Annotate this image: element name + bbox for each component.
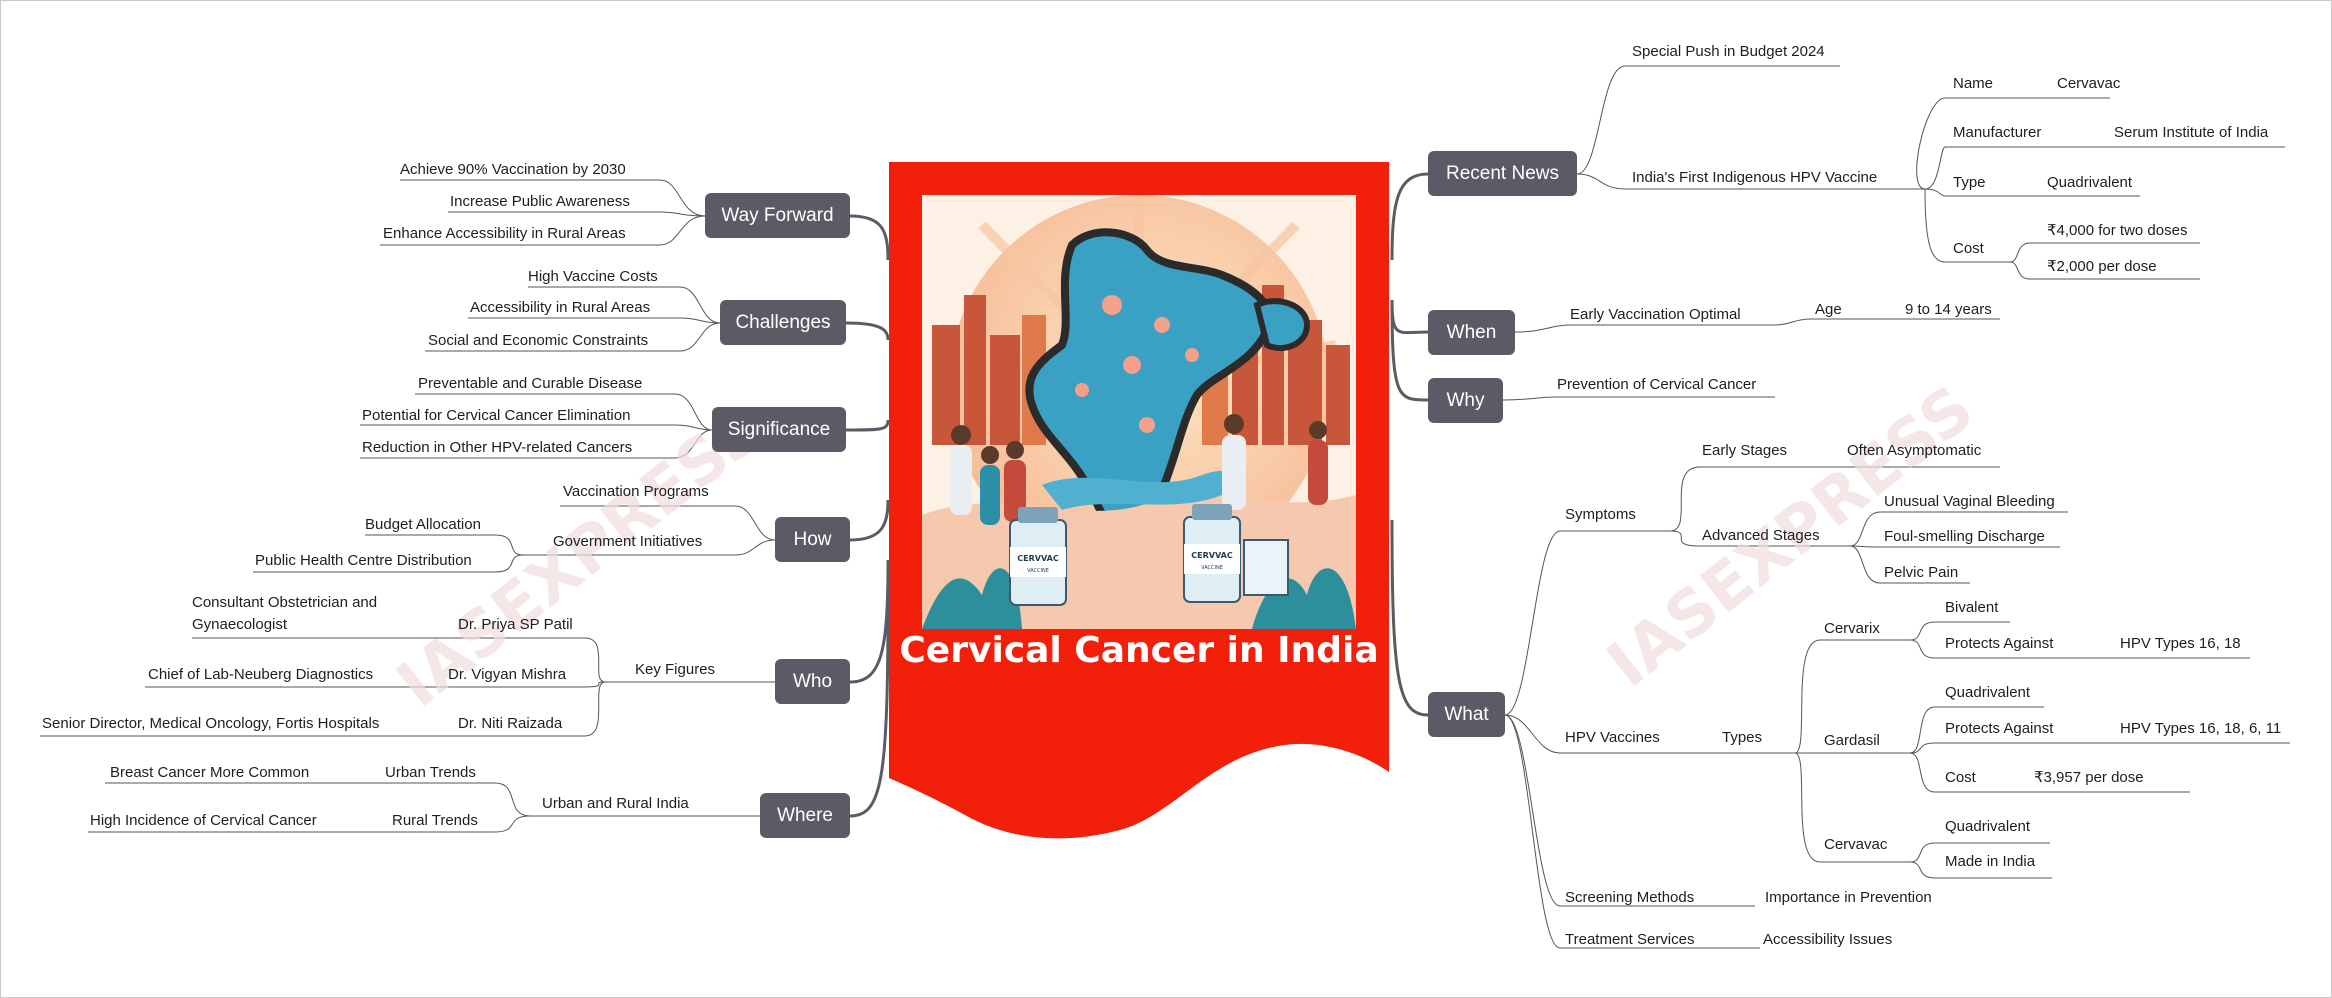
vaccination-programs: Vaccination Programs <box>563 483 709 500</box>
screening-value: Importance in Prevention <box>1765 889 1932 906</box>
branch-why: Why <box>1428 378 1503 423</box>
symptom-item: Pelvic Pain <box>1884 564 1959 581</box>
vaccine-types: Types <box>1722 729 1763 746</box>
branch-challenges: Challenges <box>720 300 846 345</box>
cervavac-made: Made in India <box>1945 853 2036 870</box>
significance-item: Preventable and Curable Disease <box>418 375 643 392</box>
cost-value: ₹4,000 for two doses <box>2047 222 2188 239</box>
manufacturer-label: Manufacturer <box>1953 124 2042 141</box>
name-label: Name <box>1953 75 1994 92</box>
government-initiatives: Government Initiatives <box>553 533 703 550</box>
early-value: Often Asymptomatic <box>1847 442 1982 459</box>
age-value: 9 to 14 years <box>1905 301 1992 318</box>
center-illustration: CERVVAC VACCINE CERVVAC VACCINE <box>922 195 1356 629</box>
vial-sublabel: VACCINE <box>1027 568 1049 574</box>
gardasil-cost-value: ₹3,957 per dose <box>2034 769 2144 786</box>
treatment-services: Treatment Services <box>1565 931 1695 948</box>
age-label: Age <box>1815 301 1842 318</box>
challenge-item: High Vaccine Costs <box>528 268 658 285</box>
symptom-item: Unusual Vaginal Bleeding <box>1884 493 2055 510</box>
gardasil-protects-label: Protects Against <box>1945 720 2054 737</box>
person-role: Senior Director, Medical Oncology, Forti… <box>42 715 380 732</box>
screening-methods: Screening Methods <box>1565 889 1695 906</box>
gardasil-protects-value: HPV Types 16, 18, 6, 11 <box>2120 720 2282 737</box>
hpv-vaccine-news: India's First Indigenous HPV Vaccine <box>1632 169 1878 186</box>
cervarix: Cervarix <box>1824 620 1880 637</box>
early-stages: Early Stages <box>1702 442 1788 459</box>
vial-sublabel: VACCINE <box>1201 565 1223 571</box>
challenge-item: Social and Economic Constraints <box>428 332 649 349</box>
urban-trends: Urban Trends <box>385 764 476 781</box>
branch-where: Where <box>760 793 850 838</box>
person-role: Consultant Obstetrician and Gynaecologis… <box>192 594 378 633</box>
budget-allocation: Budget Allocation <box>365 516 481 533</box>
person-name: Dr. Vigyan Mishra <box>448 666 567 683</box>
manufacturer-value: Serum Institute of India <box>2114 124 2269 141</box>
center-title: Cervical Cancer in India <box>899 630 1379 671</box>
person-role: Chief of Lab-Neuberg Diagnostics <box>148 666 374 683</box>
advanced-stages: Advanced Stages <box>1702 527 1820 544</box>
gardasil: Gardasil <box>1824 732 1880 749</box>
branch-when: When <box>1428 310 1515 355</box>
cost-label: Cost <box>1953 240 1984 257</box>
key-figures: Key Figures <box>635 661 716 678</box>
type-label: Type <box>1953 174 1986 191</box>
significance-item: Reduction in Other HPV-related Cancers <box>362 439 633 456</box>
way-forward-item: Enhance Accessibility in Rural Areas <box>383 225 626 242</box>
cost-value: ₹2,000 per dose <box>2047 258 2157 275</box>
rural-trends: Rural Trends <box>392 812 478 829</box>
cervavac: Cervavac <box>1824 836 1888 853</box>
branch-who: Who <box>775 659 850 704</box>
hpv-vaccines: HPV Vaccines <box>1565 729 1660 746</box>
branch-how: How <box>775 517 850 562</box>
significance-item: Potential for Cervical Cancer Eliminatio… <box>362 407 631 424</box>
name-value: Cervavac <box>2057 75 2121 92</box>
early-vaccination: Early Vaccination Optimal <box>1570 306 1741 323</box>
rural-value: High Incidence of Cervical Cancer <box>90 812 317 829</box>
branch-connectors <box>845 172 1429 818</box>
leaf-connectors <box>40 65 2290 949</box>
treatment-value: Accessibility Issues <box>1763 931 1893 948</box>
prevention: Prevention of Cervical Cancer <box>1557 376 1757 393</box>
urban-rural: Urban and Rural India <box>542 795 689 812</box>
way-forward-item: Achieve 90% Vaccination by 2030 <box>400 161 626 178</box>
vial-label: CERVVAC <box>1017 554 1059 563</box>
way-forward-item: Increase Public Awareness <box>450 193 630 210</box>
person-name: Dr. Priya SP Patil <box>458 616 573 633</box>
branch-recent-news: Recent News <box>1428 151 1577 196</box>
type-value: Quadrivalent <box>2047 174 2133 191</box>
cervavac-valency: Quadrivalent <box>1945 818 2031 835</box>
cervarix-valency: Bivalent <box>1945 599 1999 616</box>
vial-label: CERVVAC <box>1191 551 1233 560</box>
gardasil-cost-label: Cost <box>1945 769 1976 786</box>
cervarix-protects-label: Protects Against <box>1945 635 2054 652</box>
branch-significance: Significance <box>712 407 846 452</box>
cervarix-protects-value: HPV Types 16, 18 <box>2120 635 2241 652</box>
branch-way-forward: Way Forward <box>705 193 850 238</box>
urban-value: Breast Cancer More Common <box>110 764 310 781</box>
challenge-item: Accessibility in Rural Areas <box>470 299 651 316</box>
person-name: Dr. Niti Raizada <box>458 715 563 732</box>
gardasil-valency: Quadrivalent <box>1945 684 2031 701</box>
budget-push: Special Push in Budget 2024 <box>1632 43 1825 60</box>
branch-what: What <box>1428 692 1505 737</box>
phc-distribution: Public Health Centre Distribution <box>255 552 472 569</box>
symptom-item: Foul-smelling Discharge <box>1884 528 2045 545</box>
symptoms: Symptoms <box>1565 506 1636 523</box>
